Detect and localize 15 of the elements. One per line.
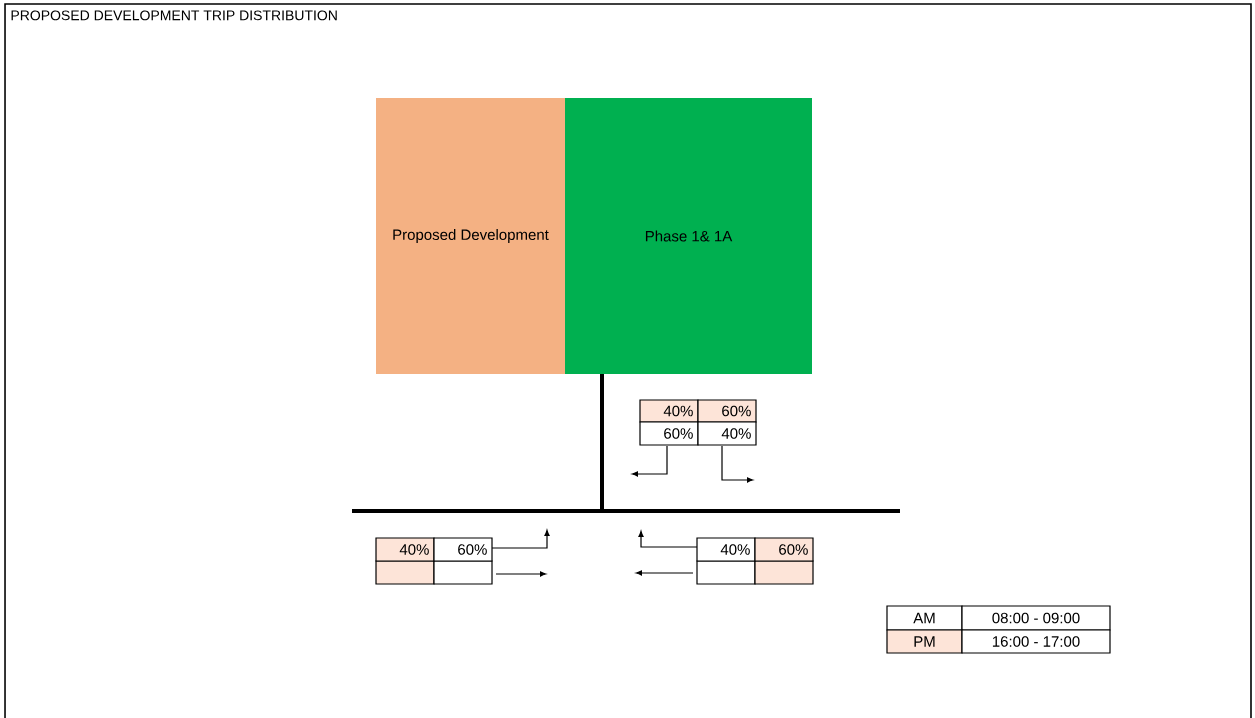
- table-cell: 40%: [639, 399, 699, 423]
- table-cell: PM: [886, 629, 963, 654]
- table-cell: 16:00 - 17:00: [961, 629, 1111, 654]
- site-block: Phase 1& 1A: [565, 98, 812, 374]
- table-cell: 40%: [697, 421, 757, 446]
- table-cell: AM: [886, 605, 963, 631]
- table-cell: 60%: [639, 421, 699, 446]
- table-cell: 60%: [754, 537, 814, 562]
- table-cell: 60%: [697, 399, 757, 423]
- table-cell: 60%: [433, 537, 493, 562]
- table-cell: 08:00 - 09:00: [961, 605, 1111, 631]
- title: PROPOSED DEVELOPMENT TRIP DISTRIBUTION: [11, 10, 337, 21]
- table-cell: 40%: [696, 537, 756, 562]
- table-cell: 40%: [375, 537, 435, 562]
- site-block: Proposed Development: [376, 98, 565, 374]
